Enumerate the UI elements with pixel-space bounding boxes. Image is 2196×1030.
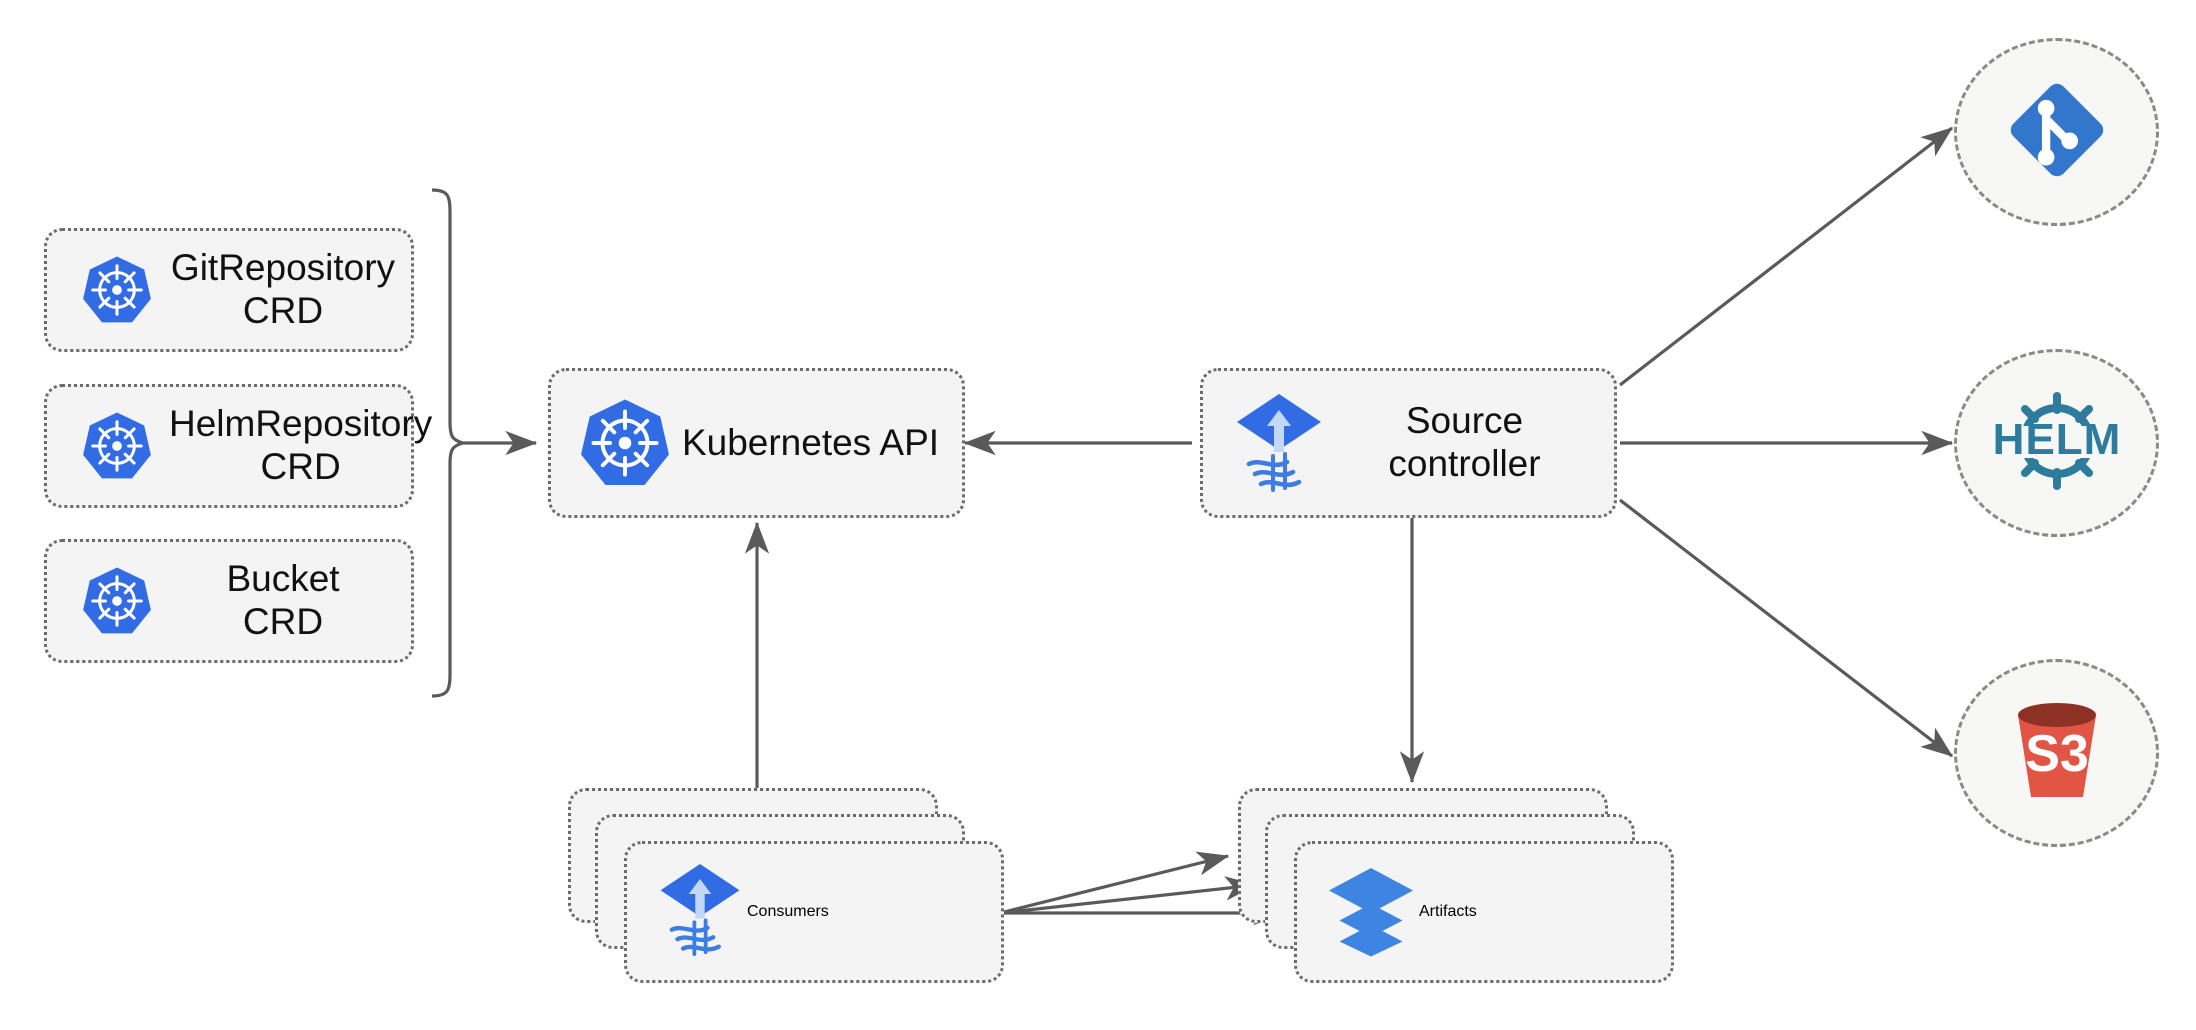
kubernetes-icon bbox=[69, 409, 165, 483]
node-artifacts[interactable]: Artifacts bbox=[1238, 788, 1678, 983]
flux-icon bbox=[653, 860, 747, 965]
helm-label: HELM bbox=[1992, 415, 2121, 464]
node-label: Kubernetes API bbox=[681, 421, 940, 463]
edge-consumers-to-artifacts-2 bbox=[999, 876, 1258, 915]
edge-source-to-git bbox=[1619, 126, 1954, 387]
node-git-source[interactable] bbox=[1954, 38, 2159, 226]
node-label: Consumers bbox=[747, 903, 829, 920]
s3-label: S3 bbox=[2025, 725, 2089, 783]
flux-icon bbox=[1229, 390, 1329, 496]
layers-icon bbox=[1323, 862, 1419, 963]
kubernetes-icon bbox=[69, 564, 165, 638]
edge-source-to-s3 bbox=[1619, 498, 1954, 758]
helm-icon: HELM bbox=[1992, 382, 2122, 505]
kubernetes-icon bbox=[69, 253, 165, 327]
node-label: Artifacts bbox=[1419, 903, 1477, 920]
stack-card-front[interactable]: Artifacts bbox=[1294, 841, 1674, 983]
node-kubernetes-api[interactable]: Kubernetes API bbox=[548, 368, 965, 518]
git-icon bbox=[1999, 72, 2115, 193]
node-helm-source[interactable]: HELM bbox=[1954, 349, 2159, 537]
stack-card-front[interactable]: Consumers bbox=[624, 841, 1004, 983]
node-s3-source[interactable]: S3 bbox=[1954, 659, 2159, 847]
node-consumers[interactable]: Consumers bbox=[568, 788, 1008, 983]
kubernetes-icon bbox=[577, 395, 673, 491]
edge-consumers-to-artifacts-1 bbox=[999, 851, 1230, 915]
s3-icon: S3 bbox=[1998, 689, 2116, 818]
